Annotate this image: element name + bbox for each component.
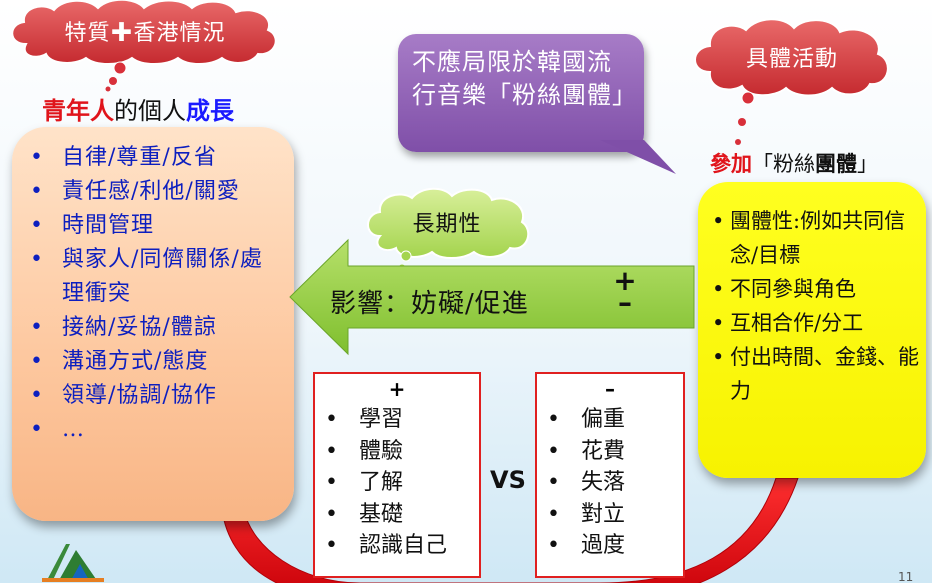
minus-sign: –	[618, 286, 632, 319]
cloud-middle	[367, 187, 530, 259]
cloud-top-left	[11, 0, 277, 65]
fan-group-features-list: 團體性:例如共同信念/目標 不同參與角色 互相合作/分工 付出時間、金錢、能力	[698, 182, 926, 408]
kpop-note-bubble: 不應局限於韓國流行音樂「粉絲團體」	[398, 34, 644, 152]
list-item: 認識自己	[325, 530, 479, 562]
list-item: 自律/尊重/反省	[30, 141, 294, 175]
youth-title-part3: 成長	[186, 97, 234, 125]
list-item: 領導/協調/協作	[30, 379, 294, 413]
list-item: 時間管理	[30, 209, 294, 243]
join-fan-group-line: 參加「粉絲團體」	[710, 148, 878, 178]
list-item: 付出時間、金錢、能力	[712, 340, 920, 408]
list-item: 責任感/利他/關愛	[30, 175, 272, 209]
influence-label: 影響：妨礙/促進	[330, 289, 529, 319]
list-item: 互相合作/分工	[712, 306, 920, 340]
list-item: 不同參與角色	[712, 272, 920, 306]
page-number: 11	[898, 570, 914, 584]
cloud-top-left-tail	[105, 61, 127, 92]
list-item: …	[30, 413, 294, 447]
personal-growth-list: 自律/尊重/反省 責任感/利他/關愛 時間管理 與家人/同儕關係/處理衝突 接納…	[12, 127, 294, 447]
cloud-top-right-label: 具體活動	[745, 47, 838, 72]
negative-effects-box: – 偏重 花費 失落 對立 過度	[535, 372, 685, 578]
cloud-middle-label: 長期性	[412, 212, 482, 237]
join-part3: 團體	[815, 152, 857, 176]
list-item: 體驗	[325, 436, 479, 468]
list-item: 學習	[325, 404, 479, 436]
cloud-top-left-label: 特質✚香港情況	[64, 21, 226, 46]
join-part4: 」	[857, 152, 878, 176]
list-item: 偏重	[547, 404, 683, 436]
negative-effects-list: 偏重 花費 失落 對立 過度	[537, 400, 683, 562]
list-item: 過度	[547, 530, 683, 562]
list-item: 對立	[547, 499, 683, 531]
kpop-note-text: 不應局限於韓國流行音樂「粉絲團體」	[412, 48, 637, 109]
influence-arrow	[289, 238, 695, 356]
kpop-note-pointer	[600, 140, 676, 174]
fan-group-features-panel: 團體性:例如共同信念/目標 不同參與角色 互相合作/分工 付出時間、金錢、能力	[698, 182, 926, 478]
join-part1: 參加	[710, 152, 752, 176]
list-item: 團體性:例如共同信念/目標	[712, 204, 920, 272]
youth-title-part1: 青年人	[42, 97, 114, 125]
plus-sign: +	[613, 264, 637, 297]
join-part2: 「粉絲	[752, 152, 815, 176]
positive-effects-list: 學習 體驗 了解 基礎 認識自己	[315, 400, 479, 562]
youth-title-part2: 的個人	[114, 97, 186, 125]
list-item: 了解	[325, 467, 479, 499]
list-item: 溝通方式/態度	[30, 345, 294, 379]
youth-growth-title: 青年人的個人成長	[42, 91, 302, 126]
list-item: 基礎	[325, 499, 479, 531]
list-item: 接納/妥協/體諒	[30, 311, 294, 345]
positive-effects-box: + 學習 體驗 了解 基礎 認識自己	[313, 372, 481, 578]
cloud-top-right	[694, 18, 889, 97]
organization-logo	[42, 544, 104, 582]
list-item: 花費	[547, 436, 683, 468]
cloud-top-right-tail	[735, 91, 755, 145]
negative-heading: –	[605, 377, 615, 401]
list-item: 與家人/同儕關係/處理衝突	[30, 243, 272, 311]
list-item: 失落	[547, 467, 683, 499]
vs-label: VS	[490, 466, 526, 494]
personal-growth-panel: 自律/尊重/反省 責任感/利他/關愛 時間管理 與家人/同儕關係/處理衝突 接納…	[12, 127, 294, 521]
positive-heading: +	[388, 377, 406, 401]
plus-minus-sign: + –	[608, 264, 642, 319]
